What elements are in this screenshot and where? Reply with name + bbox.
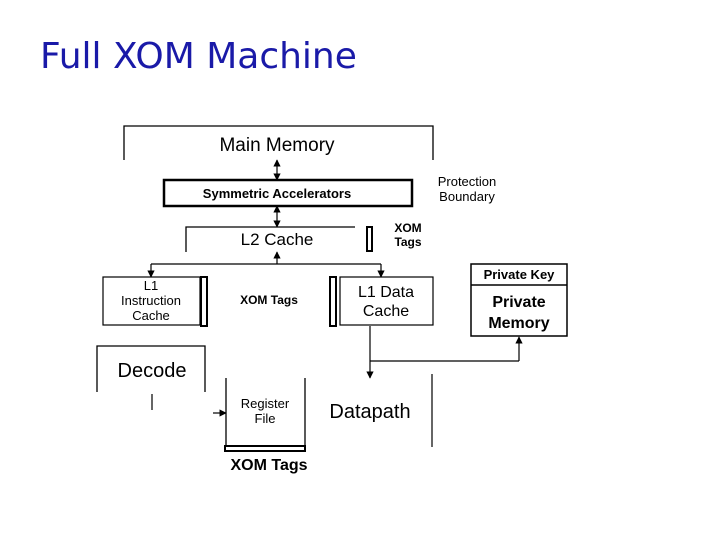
symmetric-accelerators-label: Symmetric Accelerators <box>203 186 351 201</box>
register-file-label-line1: Register <box>241 396 290 411</box>
l1-data-cache-box <box>339 276 434 326</box>
l2-cache-label: L2 Cache <box>241 230 314 249</box>
datapath-label: Datapath <box>329 401 410 423</box>
protection-boundary-label-line1: Protection <box>438 174 497 189</box>
main-memory-box <box>123 125 434 160</box>
l1-data-cache-label-line1: L1 Data <box>358 284 414 301</box>
decode-label: Decode <box>118 360 187 382</box>
xom-tags-l2-label-line1: XOM <box>394 221 421 235</box>
l2-xom-tag-bar <box>366 226 373 252</box>
slide-title: Full XOM Machine <box>40 36 357 77</box>
private-memory-label-line2: Memory <box>488 315 549 332</box>
xom-tags-middle-label: XOM Tags <box>240 293 298 307</box>
private-key-label: Private Key <box>484 267 556 282</box>
register-file-label-line2: File <box>255 411 276 426</box>
l1d-xom-tag-bar <box>329 276 337 327</box>
main-memory-label: Main Memory <box>219 135 335 156</box>
l2-cache-box <box>185 226 355 252</box>
decode-box <box>96 345 206 392</box>
l1i-xom-tag-bar <box>200 276 208 327</box>
xom-tags-bottom-label: XOM Tags <box>230 457 307 474</box>
l1-data-cache-label-line2: Cache <box>363 303 409 320</box>
protection-boundary-label-line2: Boundary <box>439 189 495 204</box>
l1-instruction-cache-label-line3: Cache <box>132 308 170 323</box>
symmetric-accelerators-box <box>162 178 414 208</box>
l1-instruction-cache-label-line1: L1 <box>144 278 158 293</box>
private-memory-box <box>470 263 568 337</box>
private-memory-label-line1: Private <box>492 294 545 311</box>
xom-tags-l2-label-line2: Tags <box>394 235 421 249</box>
l1-instruction-cache-label-line2: Instruction <box>121 293 181 308</box>
register-xom-tag-bar <box>224 445 306 452</box>
